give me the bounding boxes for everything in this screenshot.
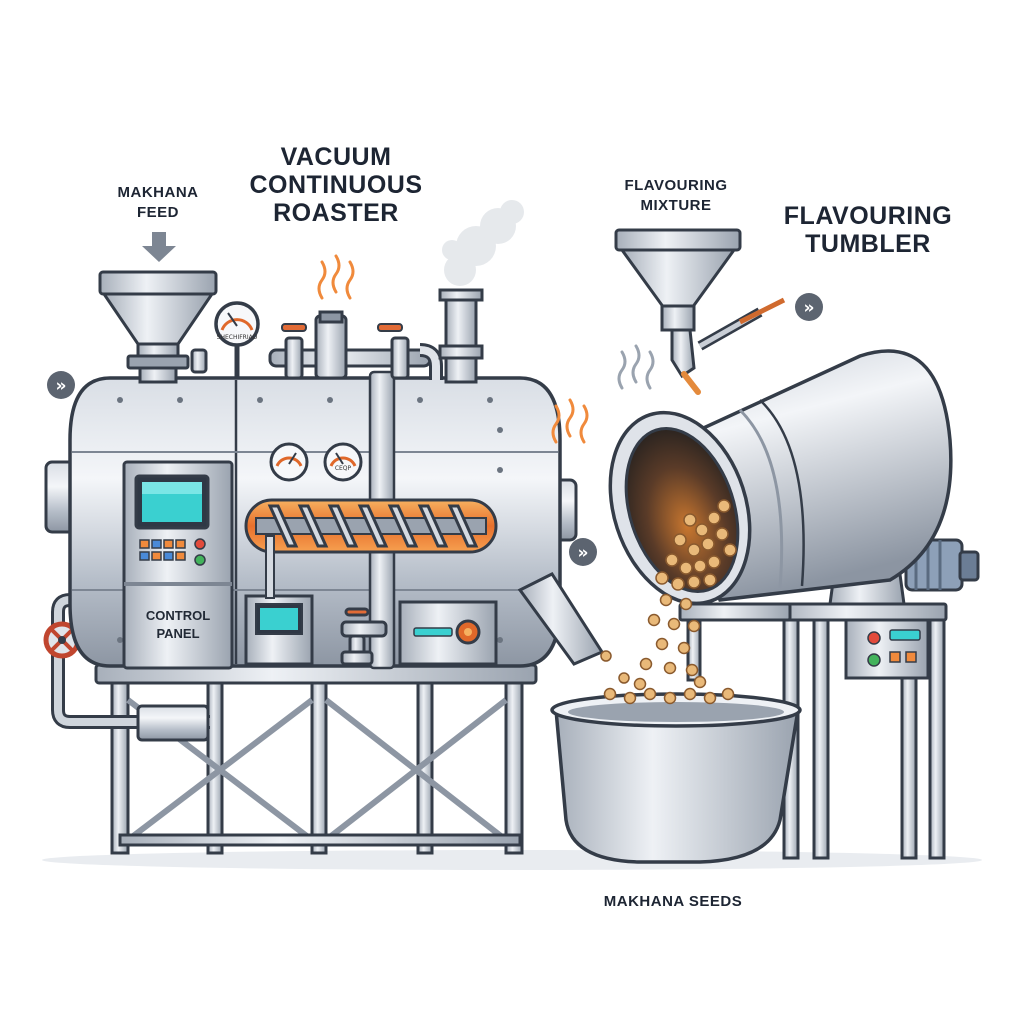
discharge-valve	[340, 607, 388, 666]
tumbler-control-box	[844, 618, 930, 680]
control-panel-label-line1: CONTROL	[145, 608, 211, 623]
flavouring-mixture-label-line2: MIXTURE	[640, 197, 712, 214]
top-pipework	[268, 310, 443, 380]
feed-down-arrow-icon	[142, 232, 176, 262]
roaster-title-line2: CONTINUOUS	[249, 171, 423, 199]
flow-arrow-icon-3: »	[804, 298, 815, 318]
pressure-gauge-label: SHECHIFRIAD	[217, 334, 258, 341]
makhana-feed-label-line1: MAKHANA	[117, 184, 199, 201]
makhana-seeds	[600, 499, 737, 705]
heat-waves-icon	[317, 254, 355, 300]
drum-gauge-right-label: CEQP	[335, 465, 352, 472]
flavouring-mixture-label: FLAVOURING MIXTURE	[606, 176, 746, 216]
control-panel-label: CONTROL PANEL	[126, 607, 230, 643]
flow-arrow-badge-2: »	[569, 538, 597, 566]
pressure-gauge: SHECHIFRIAD	[214, 301, 260, 378]
power-knob-icon[interactable]	[455, 619, 481, 645]
tumbler-title-line2: TUMBLER	[805, 230, 931, 258]
roaster-title-line1: VACUUM	[280, 143, 392, 171]
flavouring-hopper	[614, 228, 786, 379]
makhana-feed-label-line2: FEED	[136, 204, 179, 221]
drum-gauge-right: CEQP	[323, 442, 363, 482]
screw-conveyor	[244, 498, 498, 554]
drum-gauge-left	[269, 442, 309, 482]
control-panel-label-line2: PANEL	[156, 626, 200, 641]
feed-hopper	[98, 270, 218, 384]
flow-arrow-icon-1: »	[56, 376, 67, 396]
heat-waves-icon-2	[551, 398, 589, 444]
control-screen[interactable]	[134, 474, 210, 530]
flow-arrow-badge-1: »	[47, 371, 75, 399]
exhaust-chimney	[438, 288, 484, 384]
flavouring-mixture-label-line1: FLAVOURING	[624, 177, 728, 194]
tumbler-title: FLAVOURING TUMBLER	[770, 202, 966, 258]
roaster-title-line3: ROASTER	[273, 199, 399, 227]
roaster-stand	[94, 663, 538, 855]
control-buttons[interactable]	[139, 538, 206, 566]
auxiliary-control-box	[244, 535, 314, 666]
flow-arrow-badge-3: »	[795, 293, 823, 321]
tumbler-title-line1: FLAVOURING	[783, 202, 953, 230]
drive-control-box	[398, 600, 498, 666]
flavour-stream	[681, 371, 701, 395]
pipe-valve-handles[interactable]	[281, 323, 403, 332]
steam-cloud-icon	[442, 200, 524, 286]
makhana-feed-label: MAKHANA FEED	[98, 183, 218, 223]
roaster-title: VACUUM CONTINUOUS ROASTER	[236, 143, 436, 227]
collection-bowl	[550, 692, 802, 864]
heat-waves-icon-3	[617, 344, 655, 390]
makhana-seeds-label: MAKHANA SEEDS	[603, 893, 743, 910]
inlet-pipe	[51, 593, 210, 742]
flow-arrow-icon-2: »	[578, 543, 589, 563]
